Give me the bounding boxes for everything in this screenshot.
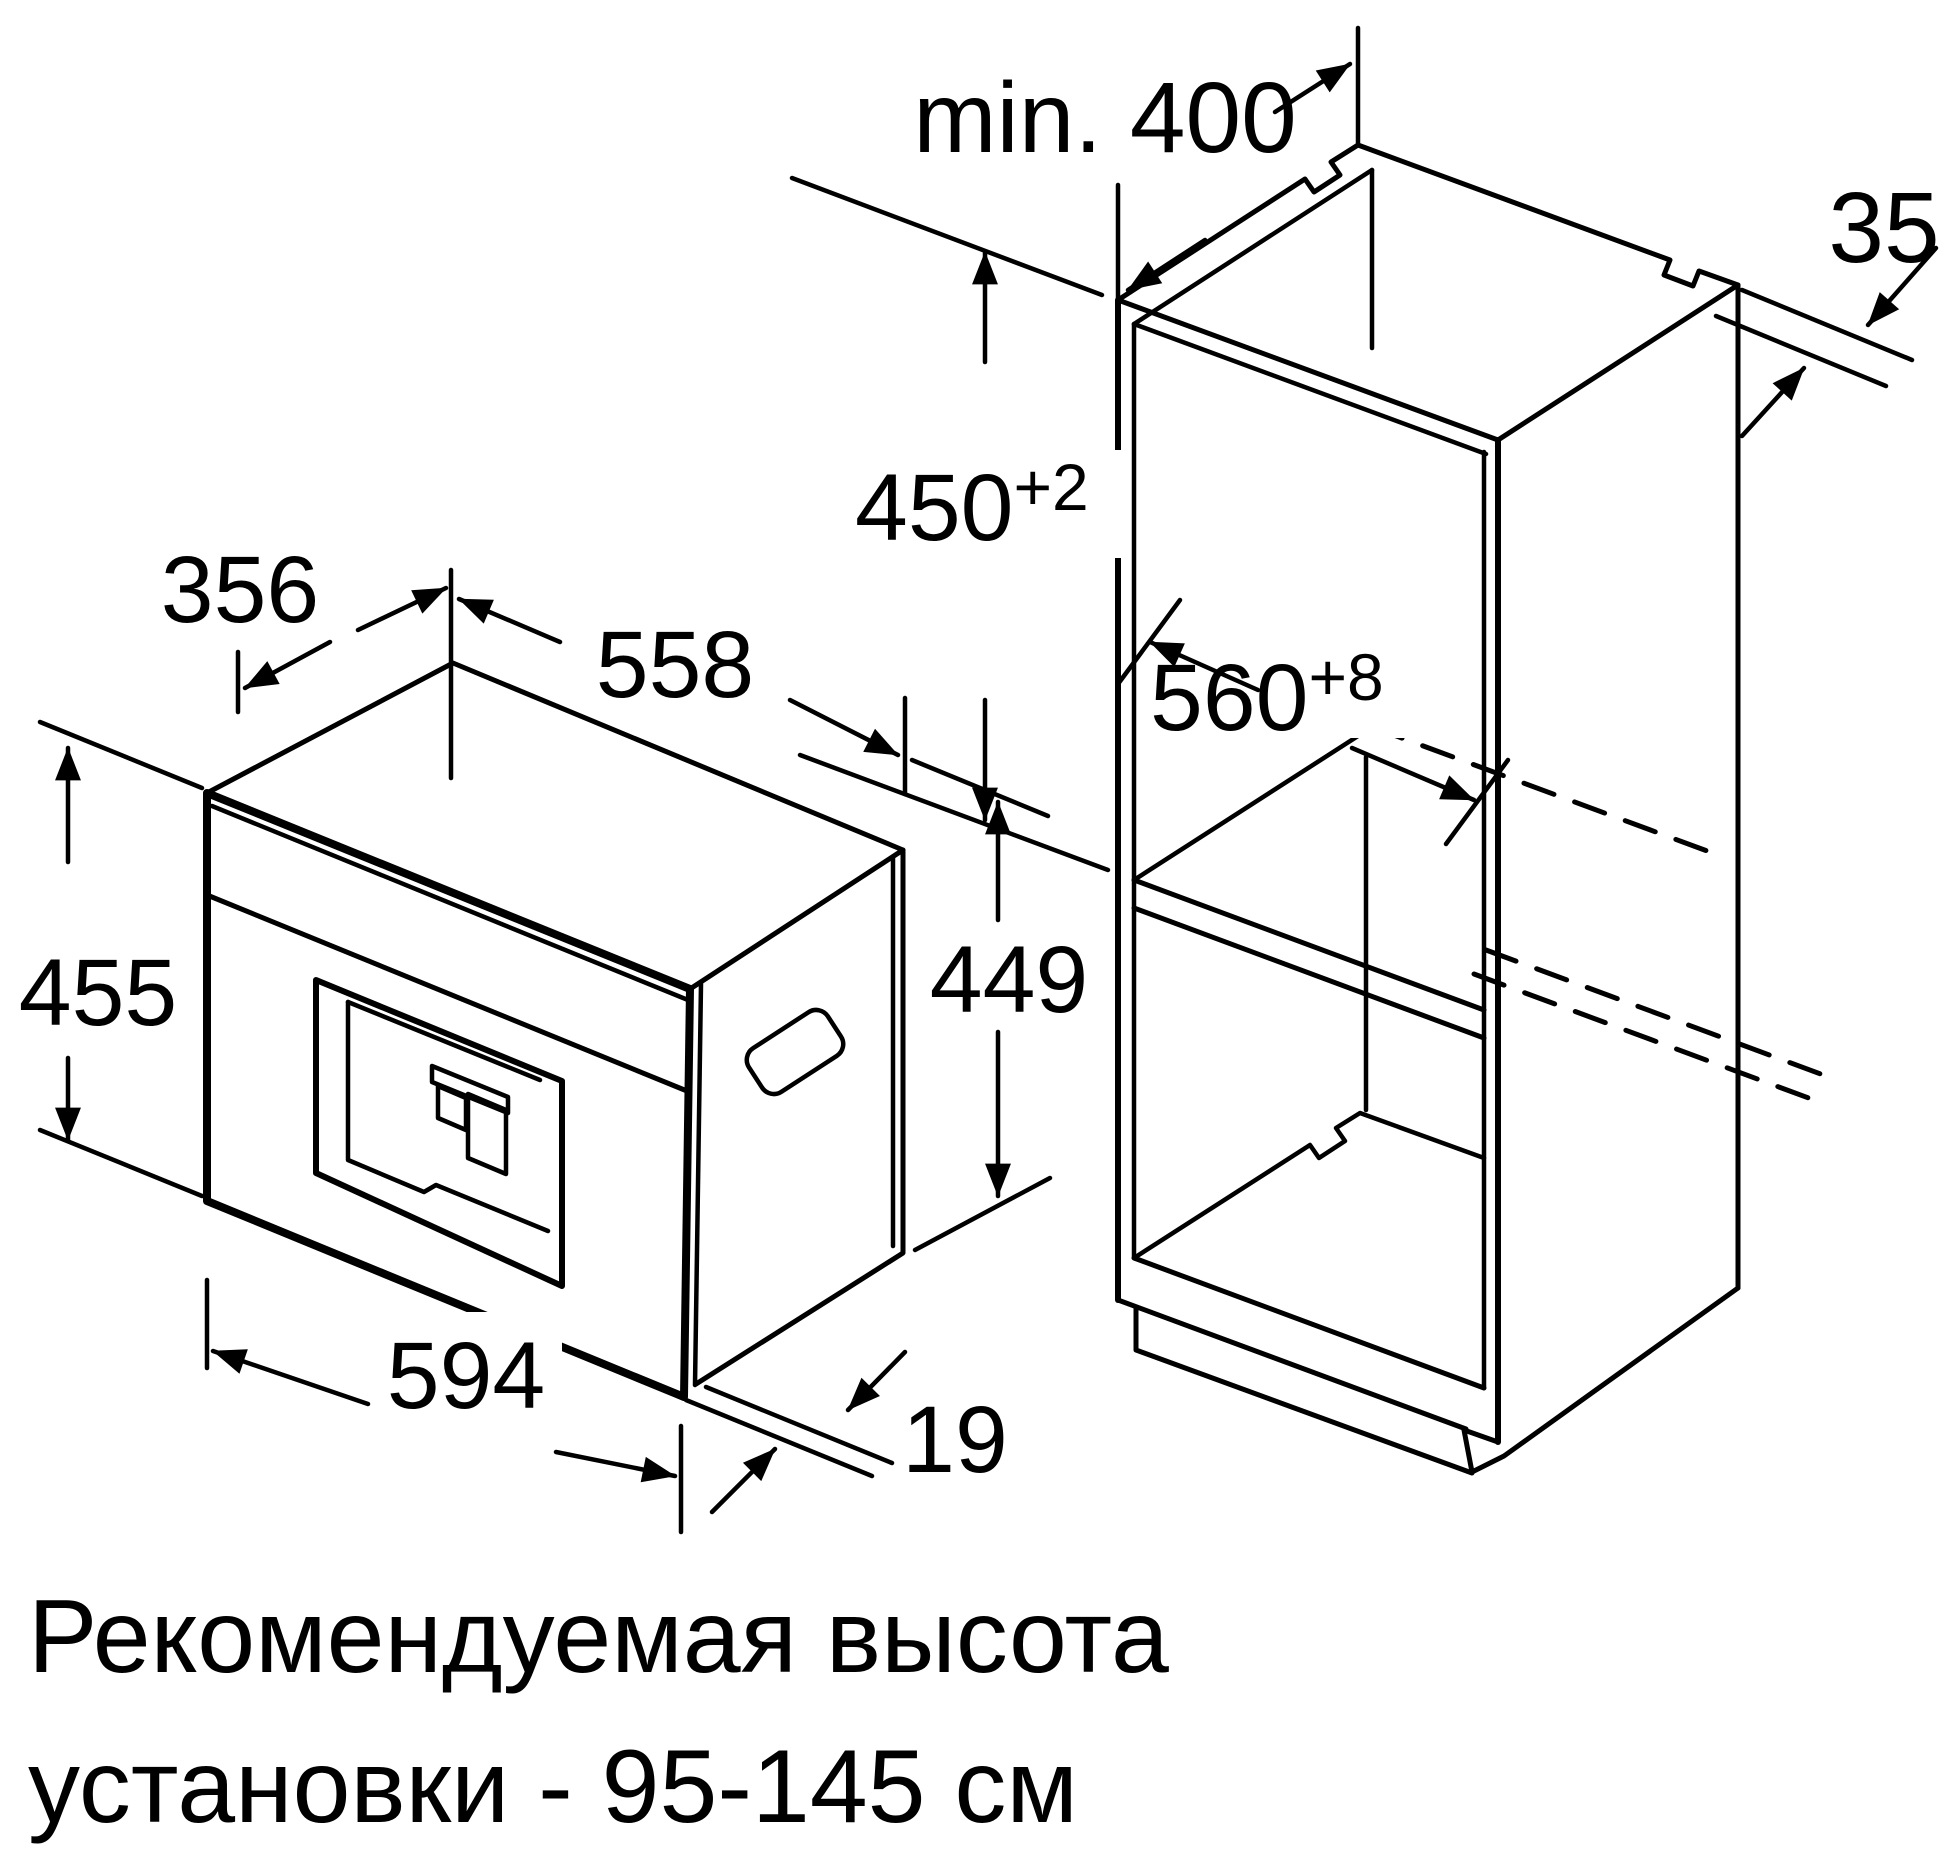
hidden-shelf-rear-edge [1369,724,1721,858]
dim-niche-depth-label: 560+8 [1150,640,1384,751]
dim-body-height-label: 449 [930,927,1089,1033]
dim-door-thickness-label: 19 [902,1387,1008,1493]
dispenser-recess [313,977,565,1289]
dim-niche-height-label: 450+2 [855,450,1089,561]
dim-front-width-label: 594 [387,1323,546,1429]
side-handle-recess [744,1007,846,1097]
dim-rear-gap-label: 35 [1828,172,1939,284]
cabinet-drawing [1115,142,1829,1476]
coffee-machine-drawing [203,660,906,1401]
note-line-2: установки - 95-145 см [28,1729,1078,1845]
dimension-lines [37,25,1939,1535]
dim-top-width-label: 558 [596,612,755,718]
hidden-wall-edge-2 [1471,971,1817,1103]
dim-depth-label: 356 [161,537,320,643]
note-line-1: Рекомендуемая высота [28,1579,1169,1695]
note-text: Рекомендуемая высота установки - 95-145 … [28,1579,1169,1845]
dim-front-height-label: 455 [19,940,178,1046]
dimension-labels: 356 558 455 449 594 19 min. 400 35 450+2… [19,62,1940,1493]
label-backgrounds [20,450,1435,1420]
dim-top-clearance-label: min. 400 [913,62,1297,174]
hidden-wall-edge-1 [1483,947,1829,1079]
